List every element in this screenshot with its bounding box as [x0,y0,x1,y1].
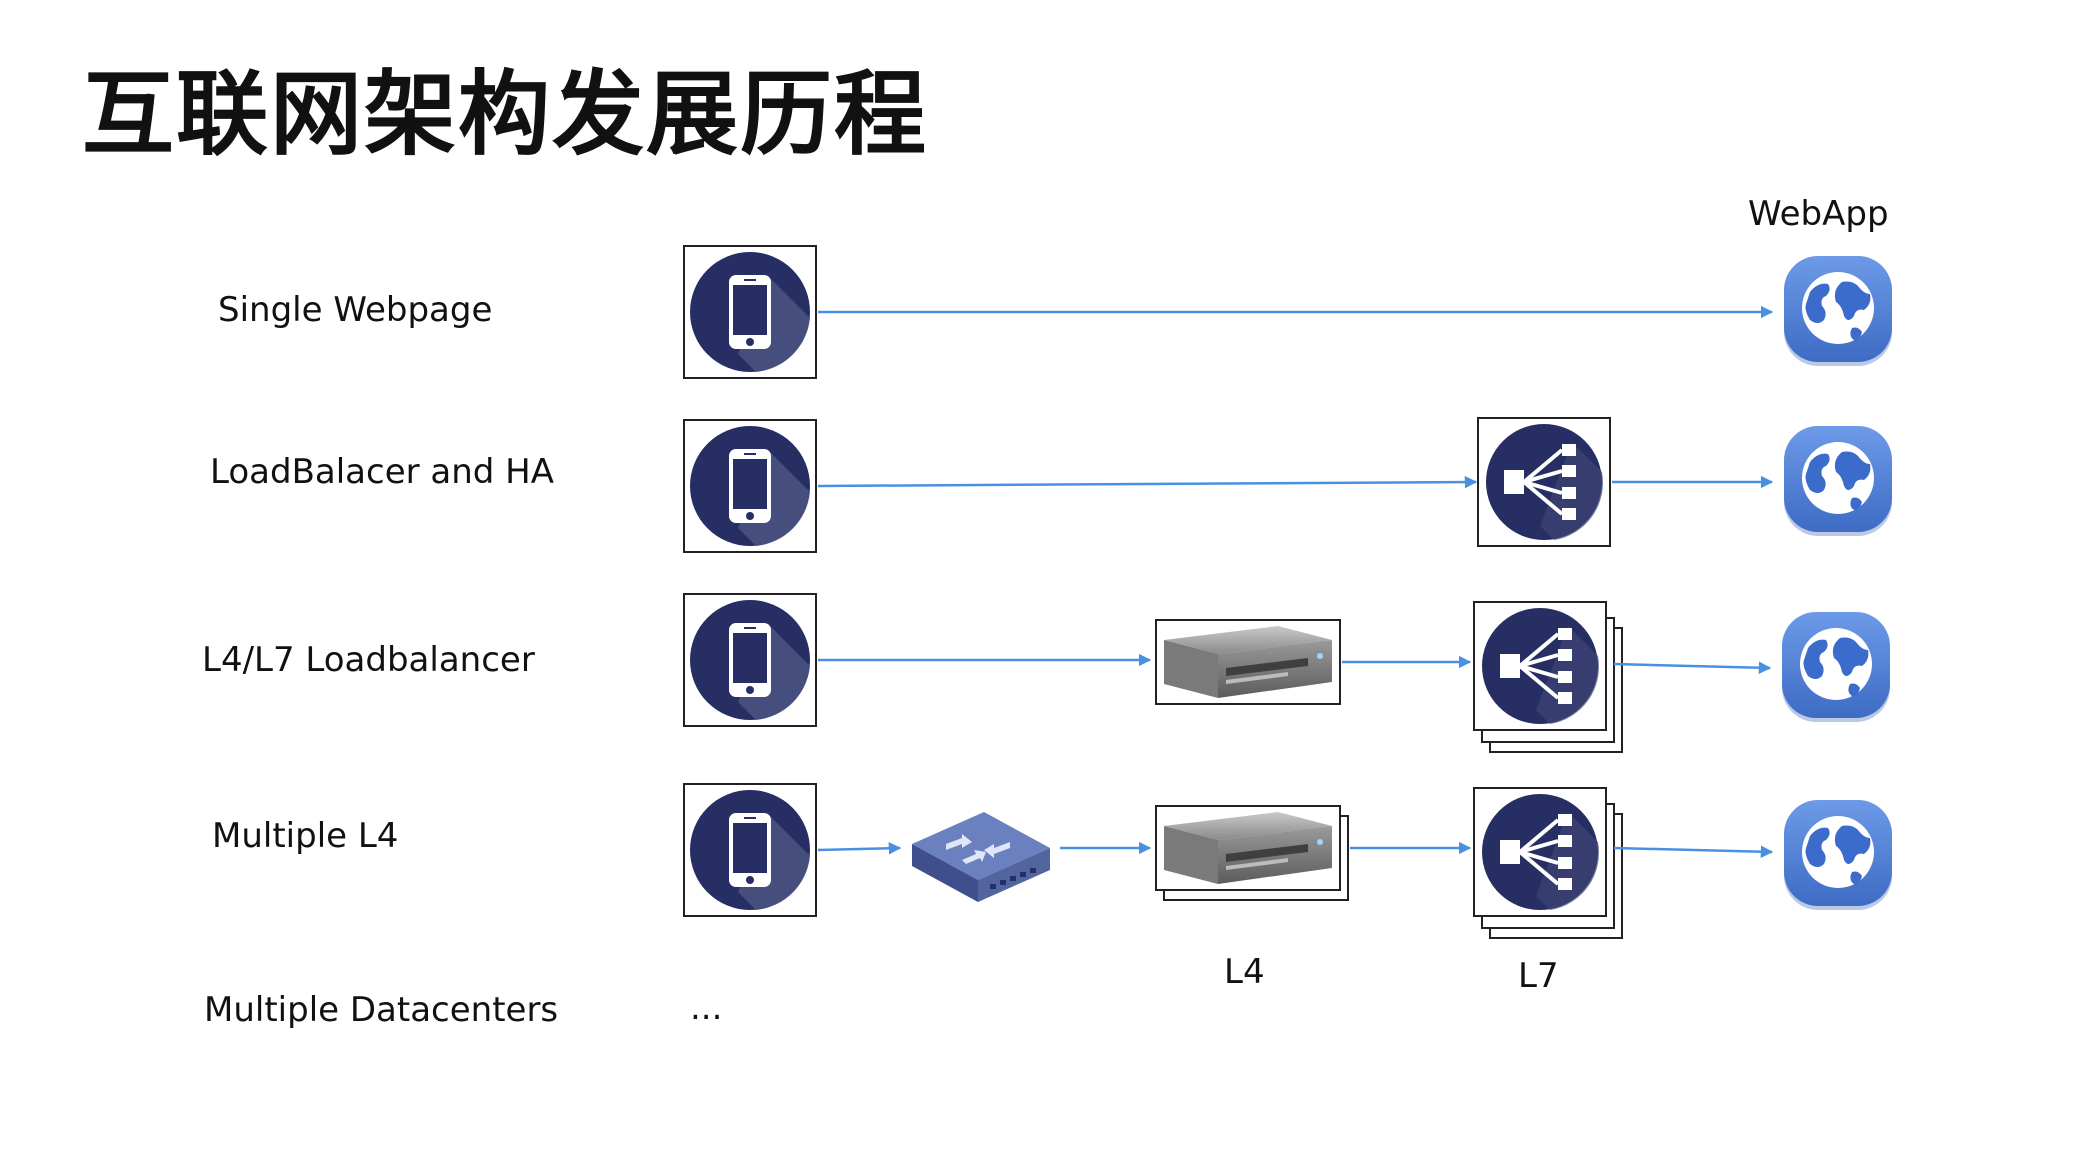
row-label-l4-l7: L4/L7 Loadbalancer [202,640,535,680]
client-phone-icon-row2 [683,419,817,553]
l4-server-stack-row4 [1155,805,1349,901]
l7-stack-row4 [1472,786,1623,939]
client-phone-icon-row4 [683,783,817,917]
col-label-webapp: WebApp [1748,194,1889,234]
row-label-single-webpage: Single Webpage [218,290,493,330]
continuation-dots: ... [690,988,723,1028]
webapp-globe-icon-row3 [1782,612,1890,722]
client-phone-icon-row1 [683,245,817,379]
col-label-l4: L4 [1224,952,1265,992]
row-label-multiple-datacenters: Multiple Datacenters [204,990,559,1030]
arrow-row2-a [817,475,1478,489]
col-label-l7: L7 [1518,956,1559,996]
load-balancer-icon-row2 [1476,416,1612,548]
arrow-row3-c [1613,661,1772,674]
row-label-loadbalancer-ha: LoadBalacer and HA [210,452,555,492]
network-switch-icon-row4 [912,812,1050,902]
l4-server-icon-row3 [1155,619,1341,705]
webapp-globe-icon-row2 [1784,426,1892,536]
webapp-globe-icon-row1 [1784,256,1892,366]
webapp-globe-icon-row4 [1784,800,1892,910]
arrow-row4-d [1613,845,1774,858]
l7-stack-row3 [1472,600,1623,753]
page-title: 互联网架构发展历程 [82,61,929,168]
arrow-row4-a [817,842,902,855]
client-phone-icon-row3 [683,593,817,727]
row-label-multiple-l4: Multiple L4 [212,816,399,856]
